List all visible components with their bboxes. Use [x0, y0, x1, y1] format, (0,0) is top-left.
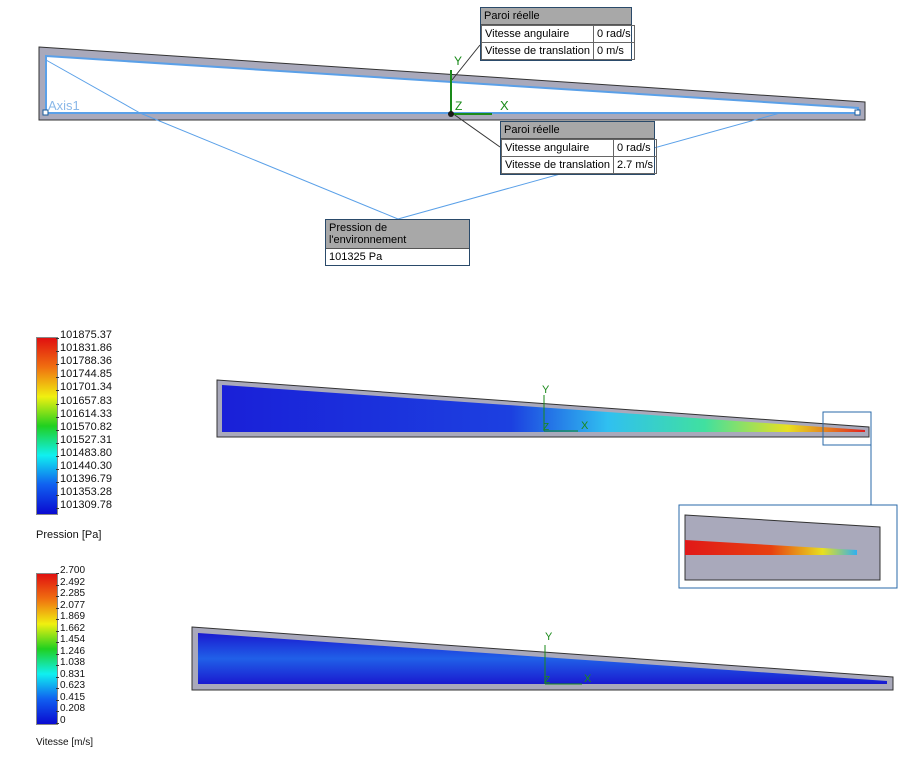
pressure-z-label: Z [543, 422, 549, 433]
callout-label: Vitesse angulaire [501, 139, 614, 157]
callout-title: Paroi réelle [501, 122, 654, 139]
axis-label: Axis1 [48, 98, 80, 113]
legend-tick: 2.700 [55, 565, 86, 576]
velocity-plot [191, 626, 894, 691]
legend-tick: 101614.33 [56, 407, 112, 420]
callout-label: Vitesse angulaire [481, 25, 594, 43]
legend-tick: 0.831 [55, 668, 86, 680]
legend-tick: 101353.28 [56, 486, 112, 499]
callout-title: Pression de l'environnement [326, 220, 469, 249]
legend-tick: 101309.78 [56, 499, 112, 512]
pressure-legend-title: Pression [Pa] [36, 529, 102, 541]
legend-tick: 0.415 [55, 691, 86, 703]
callout-label: Vitesse de translation [481, 42, 594, 60]
velocity-z-label: Z [544, 675, 550, 686]
pressure-colorbar [36, 337, 58, 515]
legend-tick: 2.492 [55, 576, 86, 588]
pressure-plot [216, 379, 898, 589]
legend-tick: 1.246 [55, 645, 86, 657]
velocity-colorbar [36, 573, 58, 725]
velocity-y-label: Y [545, 631, 553, 643]
legend-tick: 101440.30 [56, 460, 112, 472]
legend-tick: 2.077 [55, 599, 86, 611]
legend-tick: 0 [56, 714, 66, 726]
environment-pressure-callout[interactable]: Pression de l'environnement 101325 Pa [325, 219, 470, 266]
z-axis-label: Z [455, 99, 462, 113]
callout-value: 0 m/s [592, 42, 635, 60]
legend-tick: 101875.37 [56, 329, 112, 341]
legend-tick: 101657.83 [56, 394, 112, 407]
callout-value: 0 rad/s [612, 139, 658, 157]
legend-tick: 2.285 [55, 588, 86, 599]
legend-tick: 1.038 [55, 657, 86, 668]
pressure-y-label: Y [542, 384, 550, 396]
legend-tick: 0.623 [55, 680, 86, 691]
legend-tick: 0.208 [55, 703, 86, 714]
legend-tick: 101483.80 [56, 446, 112, 459]
callout-label: Vitesse de translation [501, 156, 614, 174]
pressure-x-label: X [581, 420, 589, 432]
legend-tick: 101527.31 [56, 433, 112, 446]
legend-tick: 101831.86 [56, 342, 112, 355]
legend-tick: 1.662 [55, 622, 86, 634]
legend-tick: 1.869 [55, 611, 86, 622]
legend-tick: 1.454 [55, 634, 86, 645]
callout-value: 101325 Pa [329, 251, 383, 263]
top-geometry [38, 44, 866, 220]
x-axis-label: X [500, 98, 509, 113]
legend-tick: 101396.79 [56, 473, 112, 486]
velocity-legend-title: Vitesse [m/s] [36, 737, 94, 748]
callout-title: Paroi réelle [481, 8, 631, 25]
velocity-x-label: X [584, 673, 592, 685]
callout-value: 2.7 m/s [612, 156, 658, 174]
legend-tick: 101788.36 [56, 355, 112, 368]
legend-tick: 101701.34 [56, 381, 112, 394]
legend-tick: 101570.82 [56, 420, 112, 433]
callout-value: 0 rad/s [592, 25, 635, 43]
legend-tick: 101744.85 [56, 368, 112, 381]
y-axis-label: Y [454, 54, 462, 68]
